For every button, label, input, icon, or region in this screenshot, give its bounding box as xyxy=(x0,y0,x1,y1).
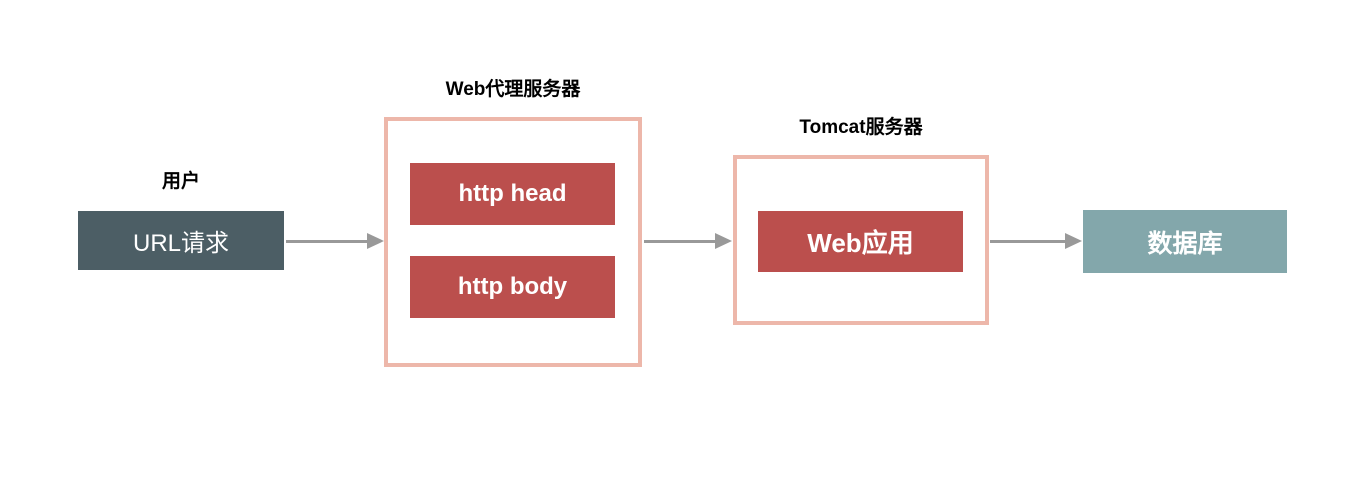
web-app-node: Web应用 xyxy=(758,211,963,272)
user-label: 用户 xyxy=(161,171,200,192)
arrow-line xyxy=(990,239,1065,243)
arrow-user-to-proxy xyxy=(286,233,384,249)
arrow-head-icon xyxy=(367,233,384,249)
http-body-node: http body xyxy=(410,256,615,318)
arrow-proxy-to-tomcat xyxy=(644,233,732,249)
proxy-server-title: Web代理服务器 xyxy=(445,79,581,100)
http-head-node: http head xyxy=(410,163,615,225)
proxy-server-group xyxy=(384,117,642,367)
arrow-head-icon xyxy=(715,233,732,249)
arrow-head-icon xyxy=(1065,233,1082,249)
arrow-line xyxy=(644,239,715,243)
database-node: 数据库 xyxy=(1083,210,1287,273)
arrow-tomcat-to-database xyxy=(990,233,1082,249)
url-request-node: URL请求 xyxy=(78,211,284,270)
arrow-line xyxy=(286,239,367,243)
tomcat-server-title: Tomcat服务器 xyxy=(799,117,923,138)
